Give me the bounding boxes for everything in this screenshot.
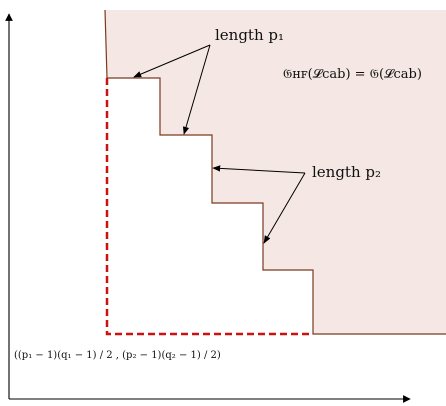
pointer-p2-a [212, 165, 306, 174]
staircase-boundary [104, 9, 446, 335]
label-length-p1: length p₁ [215, 26, 284, 44]
pointer-p1-b [182, 44, 211, 135]
label-length-p2: length p₂ [312, 163, 381, 181]
dashed-boundary [105, 78, 313, 336]
pointer-p2-b [263, 172, 306, 244]
pointer-p1-a [133, 44, 211, 78]
label-formula: 𝔊ʜꜰ(𝓛cab) = 𝔊(𝓛cab) [283, 67, 422, 82]
shaded-region [105, 10, 446, 334]
label-corner-coordinate: ((p₁ − 1)(q₁ − 1) / 2 , (p₂ − 1)(q₂ − 1)… [14, 350, 221, 361]
